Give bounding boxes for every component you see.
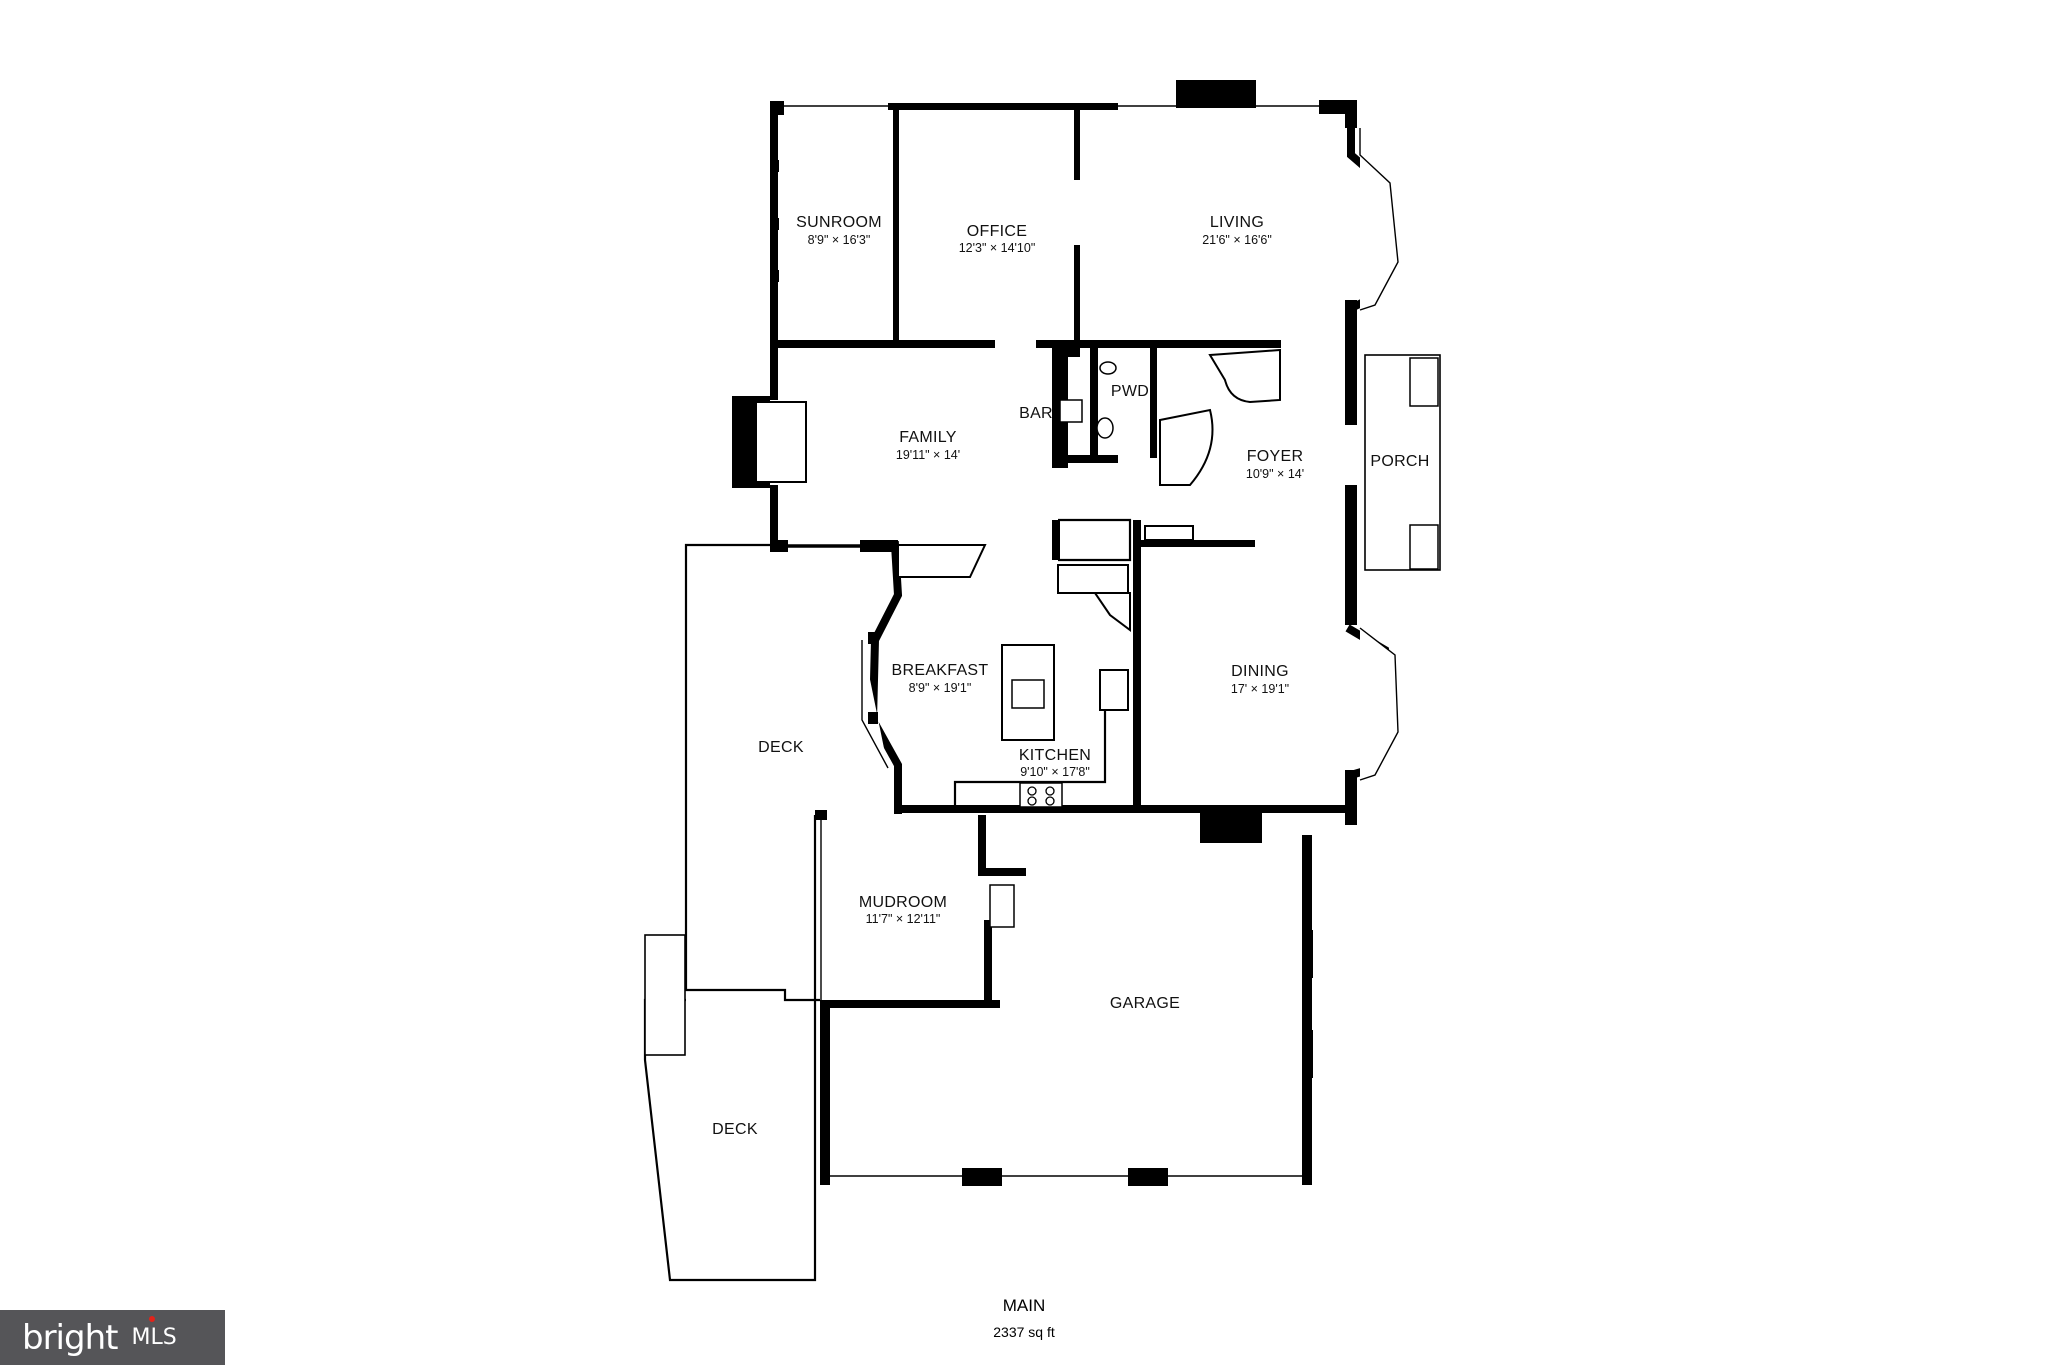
foyer-dims: 10'9" × 14' <box>1246 467 1304 481</box>
kitchen-label: KITCHEN <box>1019 747 1091 764</box>
family-label: FAMILY <box>899 429 957 446</box>
breakfast-dims: 8'9" × 19'1" <box>909 681 972 695</box>
pwd-label: PWD <box>1111 383 1149 400</box>
bar-label: BAR <box>1019 405 1053 422</box>
sunroom-dims: 8'9" × 16'3" <box>808 233 871 247</box>
office-label: OFFICE <box>967 223 1027 240</box>
kitchen-dims: 9'10" × 17'8" <box>1020 765 1090 779</box>
breakfast-label: BREAKFAST <box>892 662 989 679</box>
porch-label: PORCH <box>1370 453 1429 470</box>
deck-upper-label: DECK <box>758 739 804 756</box>
logo-mls-text: MLS <box>131 1325 177 1350</box>
mudroom-dims: 11'7" × 12'11" <box>866 912 941 926</box>
bright-mls-logo: bright MLS <box>0 1310 225 1365</box>
dining-label: DINING <box>1231 663 1289 680</box>
floor-title: MAIN <box>1002 1296 1046 1315</box>
room-labels: SUNROOM 8'9" × 16'3" OFFICE 12'3" × 14'1… <box>712 214 1429 1138</box>
floor-area: 2337 sq ft <box>993 1324 1055 1340</box>
dining-dims: 17' × 19'1" <box>1231 682 1289 696</box>
deck-lower-label: DECK <box>712 1121 758 1138</box>
office-dims: 12'3" × 14'10" <box>959 241 1036 255</box>
family-dims: 19'11" × 14' <box>896 448 960 462</box>
garage-label: GARAGE <box>1110 995 1180 1012</box>
logo-accent-dot <box>149 1316 155 1322</box>
logo-wordmark: bright <box>22 1317 118 1358</box>
sunroom-label: SUNROOM <box>796 214 882 231</box>
walls <box>643 80 1441 1282</box>
living-label: LIVING <box>1210 214 1264 231</box>
foyer-label: FOYER <box>1247 448 1304 465</box>
living-dims: 21'6" × 16'6" <box>1202 233 1272 247</box>
mudroom-label: MUDROOM <box>859 894 947 911</box>
